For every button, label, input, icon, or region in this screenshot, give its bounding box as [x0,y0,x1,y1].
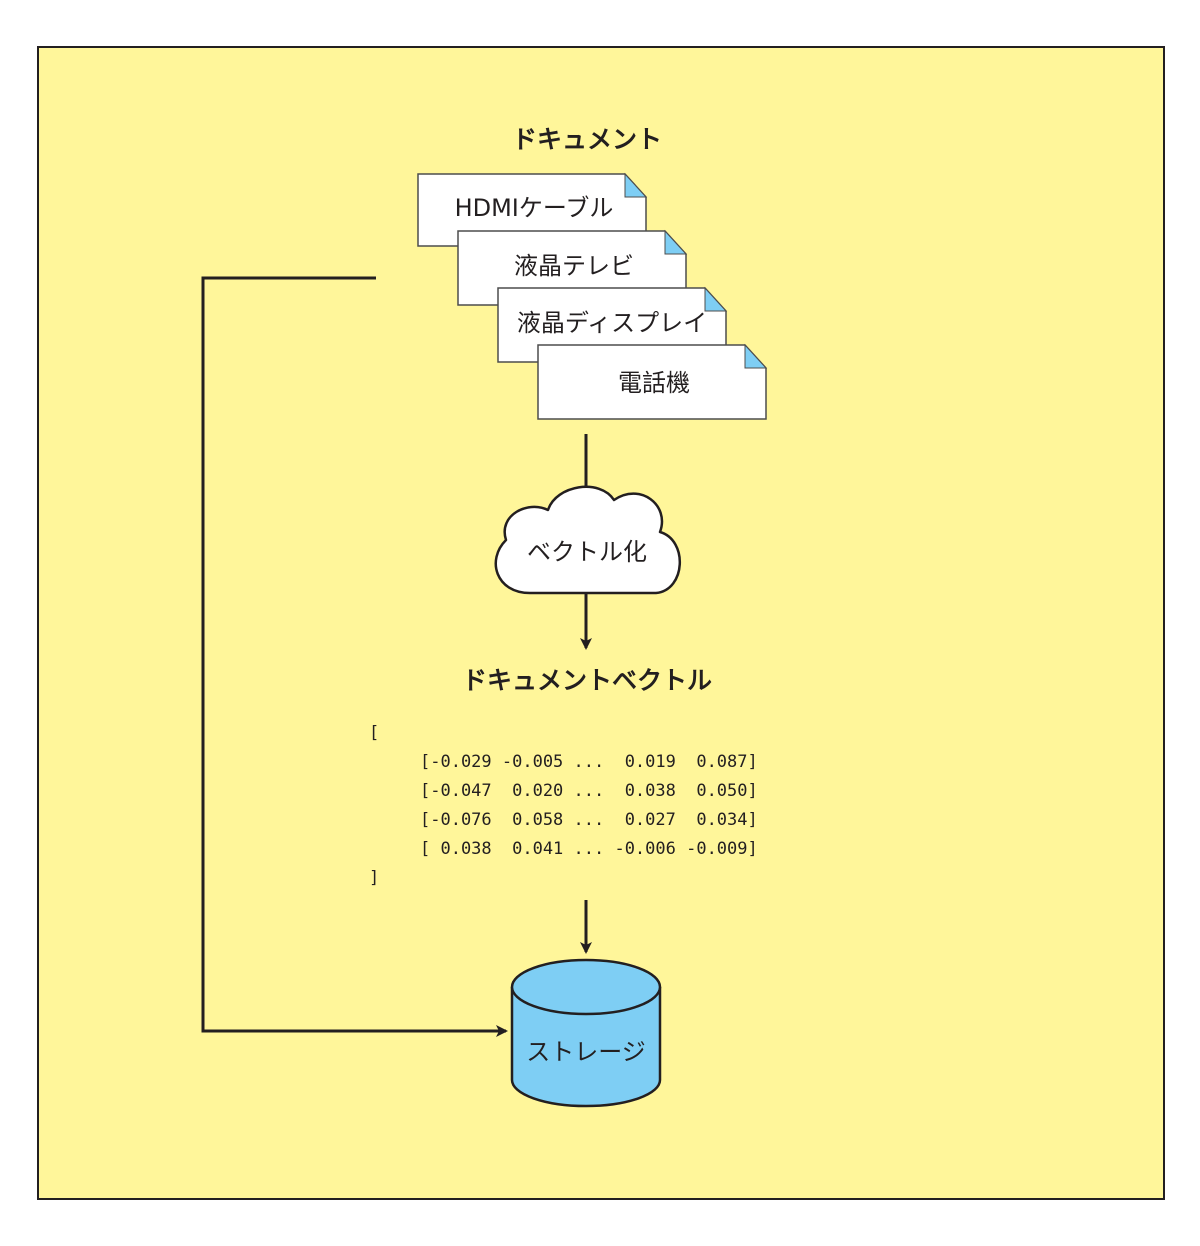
matrix-close-bracket: ] [369,868,379,888]
document-label: 液晶テレビ [514,252,634,280]
vector-row: [-0.047 0.020 ... 0.038 0.050] [420,781,758,801]
vectorize-label: ベクトル化 [527,538,647,566]
vector-row: [-0.029 -0.005 ... 0.019 0.087] [420,752,758,772]
vector-row: [ 0.038 0.041 ... -0.006 -0.009] [420,839,758,859]
arrow-docs-to-storage [201,276,508,1037]
vector-row: [-0.076 0.058 ... 0.027 0.034] [420,810,758,830]
vector-matrix: [ [-0.029 -0.005 ... 0.019 0.087] [-0.04… [369,723,758,888]
document-card: 液晶ディスプレイ [497,286,728,363]
documents-title: ドキュメント [512,125,662,154]
document-stack: HDMIケーブル 液晶テレビ 液晶ディスプレイ 電話機 [417,172,768,420]
document-card: HDMIケーブル [417,172,648,247]
document-label: 液晶ディスプレイ [517,309,707,337]
storage-label: ストレージ [526,1038,646,1066]
database-cylinder-icon: ストレージ [510,958,662,1108]
document-label: 電話機 [618,369,690,397]
cloud-icon: ベクトル化 [494,485,682,595]
matrix-open-bracket: [ [369,723,379,743]
document-label: HDMIケーブル [455,194,614,222]
document-card: 液晶テレビ [457,229,688,306]
vectors-title: ドキュメントベクトル [462,666,712,695]
document-card: 電話機 [537,343,768,420]
